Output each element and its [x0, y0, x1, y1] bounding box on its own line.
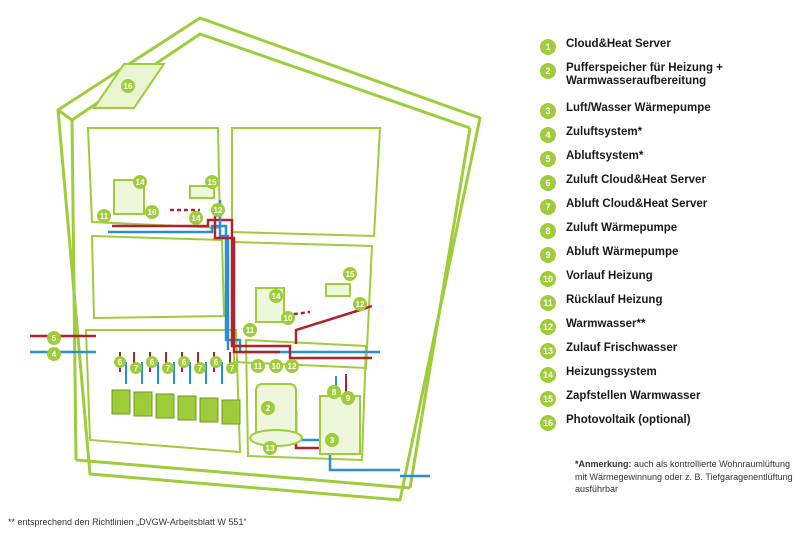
legend-badge: 12 — [540, 319, 556, 335]
taps — [189, 185, 351, 297]
legend-item: 3 Luft/Wasser Wärmepumpe — [540, 102, 795, 126]
legend-label: Zulauf Frischwasser — [566, 342, 678, 354]
house-diagram: 16 14 15 11 10 14 12 15 14 10 11 12 5 4 … — [30, 16, 482, 502]
svg-text:10: 10 — [272, 362, 281, 371]
heat-pump — [319, 395, 361, 455]
legend-item: 14 Heizungssystem — [540, 366, 795, 390]
legend-badge: 3 — [540, 103, 556, 119]
pipes — [30, 200, 430, 478]
note-heading: *Anmerkung: — [575, 459, 632, 469]
legend-item: 2 Pufferspeicher für Heizung + Warmwasser… — [540, 62, 795, 102]
legend-badge: 2 — [540, 63, 556, 79]
legend-label: Vorlauf Heizung — [566, 270, 653, 282]
svg-text:7: 7 — [230, 364, 235, 373]
svg-text:16: 16 — [124, 82, 133, 91]
legend-item: 10 Vorlauf Heizung — [540, 270, 795, 294]
note-text: auch als kontrollierte Wohnraumlüftung m… — [575, 459, 793, 494]
legend-label: Heizungssystem — [566, 366, 657, 378]
svg-text:7: 7 — [166, 364, 171, 373]
legend-item: 6 Zuluft Cloud&Heat Server — [540, 174, 795, 198]
legend-item: 7 Abluft Cloud&Heat Server — [540, 198, 795, 222]
legend-item: 9 Abluft Wärmepumpe — [540, 246, 795, 270]
legend-badge: 4 — [540, 127, 556, 143]
house-outline — [56, 16, 482, 502]
svg-text:9: 9 — [346, 394, 351, 403]
legend-label: Rücklauf Heizung — [566, 294, 663, 306]
legend: 1 Cloud&Heat Server 2 Pufferspeicher für H… — [540, 38, 795, 438]
svg-text:11: 11 — [100, 212, 109, 221]
radiators — [113, 179, 285, 323]
svg-text:6: 6 — [182, 358, 187, 367]
svg-text:7: 7 — [198, 364, 203, 373]
legend-item: 4 Zuluftsystem* — [540, 126, 795, 150]
svg-text:6: 6 — [150, 358, 155, 367]
svg-text:5: 5 — [52, 334, 57, 343]
svg-text:14: 14 — [272, 292, 281, 301]
legend-item: 1 Cloud&Heat Server — [540, 38, 795, 62]
legend-label: Cloud&Heat Server — [566, 38, 671, 50]
legend-label: Luft/Wasser Wärmepumpe — [566, 102, 711, 114]
svg-text:14: 14 — [192, 214, 201, 223]
annotation-note: *Anmerkung: auch als kontrollierte Wohnr… — [575, 458, 795, 496]
legend-item: 11 Rücklauf Heizung — [540, 294, 795, 318]
footnote: ** entsprechend den Richtlinien „DVGW-Ar… — [8, 517, 247, 527]
legend-badge: 15 — [540, 391, 556, 407]
legend-badge: 14 — [540, 367, 556, 383]
legend-label: Abluft Wärmepumpe — [566, 246, 679, 258]
svg-text:2: 2 — [266, 404, 271, 413]
legend-item: 16 Photovoltaik (optional) — [540, 414, 795, 438]
servers — [111, 389, 241, 425]
legend-item: 15 Zapfstellen Warmwasser — [540, 390, 795, 414]
legend-label: Warmwasser** — [566, 318, 646, 330]
legend-badge: 6 — [540, 175, 556, 191]
legend-badge: 16 — [540, 415, 556, 431]
svg-text:6: 6 — [214, 358, 219, 367]
legend-badge: 9 — [540, 247, 556, 263]
svg-text:15: 15 — [346, 270, 355, 279]
buffer-tank — [249, 383, 303, 447]
legend-item: 13 Zulauf Frischwasser — [540, 342, 795, 366]
legend-badge: 1 — [540, 39, 556, 55]
legend-label: Zuluftsystem* — [566, 126, 643, 138]
svg-text:12: 12 — [288, 362, 297, 371]
svg-text:11: 11 — [246, 326, 255, 335]
legend-label: Abluftsystem* — [566, 150, 644, 162]
legend-label: Pufferspeicher für Heizung + Warmwassera… — [566, 62, 723, 87]
svg-text:3: 3 — [330, 436, 335, 445]
svg-text:4: 4 — [52, 350, 57, 359]
svg-text:13: 13 — [266, 444, 275, 453]
legend-item: 12 Warmwasser** — [540, 318, 795, 342]
legend-badge: 8 — [540, 223, 556, 239]
legend-badge: 11 — [540, 295, 556, 311]
diagram-markers: 16 14 15 11 10 14 12 15 14 10 11 12 5 4 … — [47, 79, 367, 455]
legend-label: Abluft Cloud&Heat Server — [566, 198, 708, 210]
legend-label: Zapfstellen Warmwasser — [566, 390, 701, 402]
svg-text:6: 6 — [118, 358, 123, 367]
legend-label: Photovoltaik (optional) — [566, 414, 691, 426]
svg-text:14: 14 — [136, 178, 145, 187]
legend-badge: 13 — [540, 343, 556, 359]
legend-item: 5 Abluftsystem* — [540, 150, 795, 174]
legend-badge: 5 — [540, 151, 556, 167]
legend-badge: 7 — [540, 199, 556, 215]
svg-text:10: 10 — [284, 314, 293, 323]
svg-text:15: 15 — [208, 178, 217, 187]
svg-text:8: 8 — [332, 388, 337, 397]
legend-item: 8 Zuluft Wärmepumpe — [540, 222, 795, 246]
legend-label: Zuluft Wärmepumpe — [566, 222, 678, 234]
legend-badge: 10 — [540, 271, 556, 287]
legend-label: Zuluft Cloud&Heat Server — [566, 174, 706, 186]
svg-text:12: 12 — [214, 206, 223, 215]
svg-text:10: 10 — [148, 208, 157, 217]
svg-text:11: 11 — [254, 362, 263, 371]
svg-text:7: 7 — [134, 364, 139, 373]
svg-text:12: 12 — [356, 300, 365, 309]
